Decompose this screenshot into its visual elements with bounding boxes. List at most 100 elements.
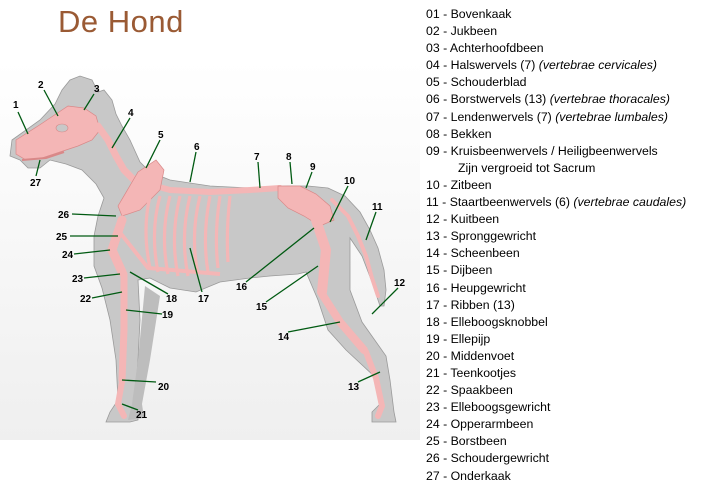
legend-text: 13 - Spronggewricht [426,229,537,244]
legend-text: 05 - Schouderblad [426,75,527,90]
figure-label-03: 3 [94,84,100,95]
legend-text: 09 - Kruisbeenwervels / Heiligbeenwervel… [426,143,658,158]
legend-item-22: 22 - Spaakbeen [426,382,715,399]
figure-label-05: 5 [158,130,164,141]
legend-text: 07 - Lendenwervels (7) [426,109,552,124]
figure-label-19: 19 [162,310,174,321]
figure-label-10: 10 [344,176,356,187]
legend-text: 03 - Achterhoofdbeen [426,41,544,56]
legend-item-12: 12 - Kuitbeen [426,211,715,228]
figure-label-25: 25 [56,232,68,243]
legend-item-17: 17 - Ribben (13) [426,297,715,314]
bone-legend: 01 - Bovenkaak 02 - Jukbeen 03 - Achterh… [426,6,715,485]
cervical-spine-bone [94,122,138,184]
legend-text: 17 - Ribben (13) [426,297,515,312]
legend-item-04: 04 - Halswervels (7) (vertebrae cervical… [426,57,715,74]
legend-item-14: 14 - Scheenbeen [426,245,715,262]
legend-item-19: 19 - Ellepijp [426,331,715,348]
femur-bone [311,215,332,297]
legend-text: 22 - Spaakbeen [426,383,513,398]
legend-text: 25 - Borstbeen [426,434,507,449]
mandible-bone [21,151,65,161]
legend-item-18: 18 - Elleboogsknobbel [426,314,715,331]
legend-item-03: 03 - Achterhoofdbeen [426,40,715,57]
legend-text: 18 - Elleboogsknobbel [426,314,548,329]
legend-text: 21 - Teenkootjes [426,365,517,380]
legend-item-09: 09 - Kruisbeenwervels / Heiligbeenwervel… [426,143,715,177]
figure-label-24: 24 [62,250,74,261]
legend-text: 01 - Bovenkaak [426,7,512,21]
radius-ulna-bone [118,270,128,384]
figure-label-23: 23 [72,274,84,285]
legend-text: 06 - Borstwervels (13) [426,92,547,107]
legend-item-01: 01 - Bovenkaak [426,6,715,23]
figure-label-06: 6 [194,142,200,153]
figure-label-02: 2 [38,80,44,91]
legend-item-20: 20 - Middenvoet [426,348,715,365]
legend-text: 04 - Halswervels (7) [426,58,536,73]
leader-lines [17,89,399,411]
legend-item-21: 21 - Teenkootjes [426,365,715,382]
legend-text: 20 - Middenvoet [426,348,515,363]
figure-label-16: 16 [236,282,248,293]
legend-item-02: 02 - Jukbeen [426,23,715,40]
dog-silhouette [9,75,397,423]
figure-label-27: 27 [30,178,42,189]
legend-item-10: 10 - Zitbeen [426,177,715,194]
pelvis-bone [277,185,335,227]
legend-item-06: 06 - Borstwervels (13) (vertebrae thorac… [426,91,715,108]
legend-item-27: 27 - Onderkaak [426,468,715,485]
figure-label-07: 7 [254,152,260,163]
legend-text: 02 - Jukbeen [426,24,498,39]
figure-label-12: 12 [394,278,406,289]
eye-socket [55,123,69,133]
figure-label-09: 9 [310,162,316,173]
far-front-leg [128,286,160,420]
figure-label-20: 20 [158,382,170,393]
humerus-bone [107,215,127,277]
legend-latin: (vertebrae thoracales) [549,92,670,107]
legend-text: 12 - Kuitbeen [426,212,500,227]
legend-subtext: Zijn vergroeid tot Sacrum [458,160,596,175]
legend-item-05: 05 - Schouderblad [426,74,715,91]
figure-label-14: 14 [278,332,290,343]
figure-label-01: 1 [13,100,19,111]
front-paw-bone [114,379,127,419]
legend-item-23: 23 - Elleboogsgewricht [426,399,715,416]
legend-item-07: 07 - Lendenwervels (7) (vertebrae lumbal… [426,109,715,126]
rib-cage [144,195,232,277]
legend-item-15: 15 - Dijbeen [426,262,715,279]
legend-text: 23 - Elleboogsgewricht [426,400,551,415]
figure-label-18: 18 [166,294,178,305]
legend-text: 15 - Dijbeen [426,263,493,278]
legend-text: 11 - Staartbeenwervels (6) [426,195,570,210]
figure-label-17: 17 [198,294,210,305]
legend-item-11: 11 - Staartbeenwervels (6) (vertebrae ca… [426,194,715,211]
figure-label-22: 22 [80,294,92,305]
figure-label-13: 13 [348,382,360,393]
legend-text: 24 - Opperarmbeen [426,417,534,432]
legend-text: 19 - Ellepijp [426,331,491,346]
figure-label-21: 21 [136,410,148,421]
legend-item-25: 25 - Borstbeen [426,433,715,450]
figure-label-04: 4 [128,108,134,119]
legend-latin: (vertebrae caudales) [573,195,687,210]
hind-paw-bone [363,349,386,419]
legend-text: 27 - Onderkaak [426,468,511,483]
figure-label-08: 8 [286,152,292,163]
dog-skeleton-figure: 1 2 3 4 5 6 7 8 9 10 11 12 13 14 15 16 1… [0,60,420,440]
figure-label-26: 26 [58,210,70,221]
legend-item-26: 26 - Schoudergewricht [426,450,715,467]
legend-text: 16 - Heupgewricht [426,280,526,295]
legend-text: 14 - Scheenbeen [426,246,520,261]
legend-item-08: 08 - Bekken [426,126,715,143]
legend-text: 08 - Bekken [426,126,492,141]
legend-item-13: 13 - Spronggewricht [426,228,715,245]
legend-latin: (vertebrae cervicales) [538,58,657,73]
legend-item-16: 16 - Heupgewricht [426,280,715,297]
legend-text: 26 - Schoudergewricht [426,451,550,466]
legend-latin: (vertebrae lumbales) [555,109,668,124]
legend-item-24: 24 - Opperarmbeen [426,416,715,433]
figure-label-11: 11 [372,202,383,213]
legend-text: 10 - Zitbeen [426,177,492,192]
